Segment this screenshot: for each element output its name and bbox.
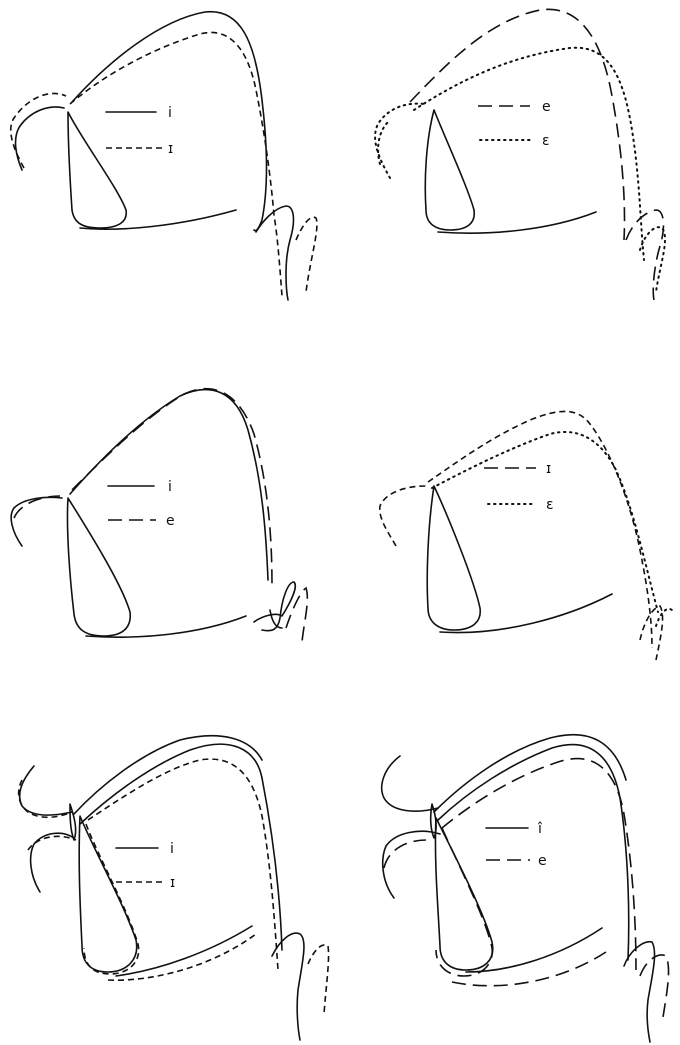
lip-outline-solid — [16, 107, 64, 170]
legend-entry-2: ɪ — [106, 141, 173, 157]
legend-label: ɪ — [546, 461, 551, 477]
lower-lip-dashed — [28, 836, 76, 850]
incisor-outline-solid — [435, 818, 492, 970]
lip-inner-dotted — [378, 122, 388, 164]
legend-label: e — [166, 513, 175, 529]
legend-label: i — [168, 479, 172, 495]
incisor-outline-longdash — [436, 828, 492, 976]
tongue-contour-drawing: î e — [340, 720, 680, 1045]
palate-contour-dashed — [428, 411, 652, 648]
legend-entry-1: i — [106, 105, 172, 121]
incisor-outline — [425, 110, 474, 230]
epiglottis-longdash — [286, 588, 307, 642]
incisor-outline-solid — [79, 816, 137, 972]
lip-outline-solid — [11, 497, 62, 546]
tongue-contour-drawing: i ɪ — [0, 0, 340, 320]
legend-entry-2: ɛ — [480, 133, 550, 149]
incisor-outline — [427, 486, 480, 630]
lip-outline-dotted — [375, 104, 424, 178]
upper-lip-solid — [20, 766, 72, 815]
legend-label: i — [170, 841, 174, 857]
panel-top-right: e ɛ — [340, 0, 680, 320]
legend-label: ɪ — [170, 875, 175, 891]
palate-contour-solid — [72, 12, 267, 231]
panel-top-left: i ɪ — [0, 0, 340, 320]
panel-bottom-right: î e — [340, 720, 680, 1045]
legend-entry-2: ɪ — [116, 875, 175, 891]
tongue-contour-drawing: i e — [0, 360, 340, 680]
upper-incisor-solid — [70, 804, 76, 840]
legend-label: ɪ — [168, 141, 173, 157]
lip-outline-dashed — [11, 93, 66, 168]
jaw-floor-solid — [80, 210, 236, 229]
lower-lip-longdash — [384, 840, 426, 868]
legend-entry-1: i — [108, 479, 172, 495]
epiglottis-solid — [272, 933, 304, 1040]
legend-entry-1: i — [116, 841, 174, 857]
tongue-contour-drawing: e ɛ — [340, 0, 680, 320]
palate-contour-longdash — [410, 9, 625, 240]
legend-entry-1: e — [478, 99, 551, 115]
legend-entry-2: ɛ — [488, 497, 554, 513]
panel-middle-right: ɪ ɛ — [340, 360, 680, 680]
palate-outer-solid — [434, 735, 626, 812]
palate-contour-dotted — [432, 432, 658, 612]
jaw-floor-solid — [440, 594, 612, 633]
epiglottis-longdash — [626, 210, 663, 300]
pharynx-back-solid — [262, 778, 282, 950]
upper-lip-dashed — [19, 780, 72, 817]
incisor-outline — [68, 112, 126, 228]
palate-contour-longdash — [72, 389, 272, 586]
lip-outline-longdash — [14, 496, 60, 518]
legend-label: e — [538, 853, 547, 869]
lip-outline-dashed — [380, 486, 426, 546]
tongue-contour-drawing: ɪ ɛ — [340, 360, 680, 680]
legend-entry-1: î — [486, 821, 543, 837]
legend-entry-2: e — [108, 513, 175, 529]
palate-contour-solid — [80, 744, 262, 824]
legend-label: ɛ — [546, 497, 554, 513]
palate-contour-dashed — [88, 759, 278, 970]
palate-contour-dotted — [414, 48, 644, 260]
legend-label: ɛ — [542, 133, 550, 149]
legend-entry-1: ɪ — [484, 461, 551, 477]
epiglottis-dashed — [308, 945, 329, 1014]
jaw-floor-solid — [86, 616, 246, 637]
incisor-outline-dashed — [84, 824, 139, 974]
palate-outer-solid — [74, 736, 262, 814]
tongue-contour-drawing: i ɪ — [0, 720, 340, 1045]
epiglottis-solid — [624, 942, 655, 1042]
legend-label: i — [168, 105, 172, 121]
palate-contour-solid — [438, 745, 629, 960]
panel-middle-left: i e — [0, 360, 340, 680]
legend-label: î — [537, 821, 543, 837]
panel-bottom-left: i ɪ — [0, 720, 340, 1045]
upper-lip-solid — [382, 756, 438, 811]
epiglottis-dashed — [296, 217, 317, 292]
jaw-floor-solid — [438, 212, 596, 233]
legend-label: e — [542, 99, 551, 115]
lower-lip-solid — [383, 831, 440, 898]
legend-entry-2: e — [486, 853, 547, 869]
incisor-outline — [67, 498, 130, 636]
